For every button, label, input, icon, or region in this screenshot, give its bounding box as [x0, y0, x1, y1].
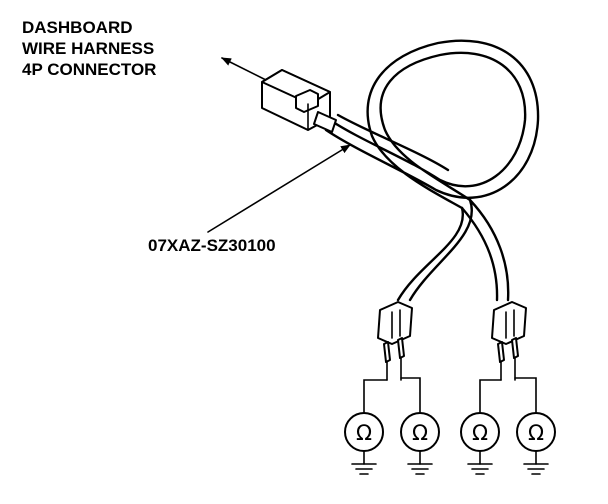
connector-arrow-icon	[221, 57, 271, 83]
ground-4-icon	[523, 450, 549, 475]
ohmmeter-3-icon: Ω	[460, 412, 500, 452]
connector-icon	[261, 69, 337, 133]
harness-cable	[324, 39, 540, 210]
ohmmeter-2-icon: Ω	[400, 412, 440, 452]
harness-leads	[396, 198, 510, 302]
ground-2-icon	[407, 450, 433, 475]
probe-right-icon	[491, 301, 527, 381]
ohmmeter-3-symbol: Ω	[472, 421, 488, 445]
connector-callout: DASHBOARD WIRE HARNESS 4P CONNECTOR	[22, 18, 156, 79]
ohmmeter-2-symbol: Ω	[412, 421, 428, 445]
probe-left-icon	[377, 301, 413, 381]
ohmmeter-4-symbol: Ω	[528, 421, 544, 445]
part-number-label: 07XAZ-SZ30100	[148, 236, 276, 255]
connector-label-line3: 4P CONNECTOR	[22, 60, 156, 79]
ohmmeter-1-icon: Ω	[344, 412, 384, 452]
ohmmeter-1-symbol: Ω	[356, 421, 372, 445]
connector-label-line2: WIRE HARNESS	[22, 39, 154, 58]
ground-3-icon	[467, 450, 493, 475]
ohmmeter-4-icon: Ω	[516, 412, 556, 452]
connector-label-line1: DASHBOARD	[22, 18, 133, 37]
ground-1-icon	[351, 450, 377, 475]
ohmmeter-leads	[363, 377, 537, 413]
harness-arrow-icon	[207, 144, 351, 233]
